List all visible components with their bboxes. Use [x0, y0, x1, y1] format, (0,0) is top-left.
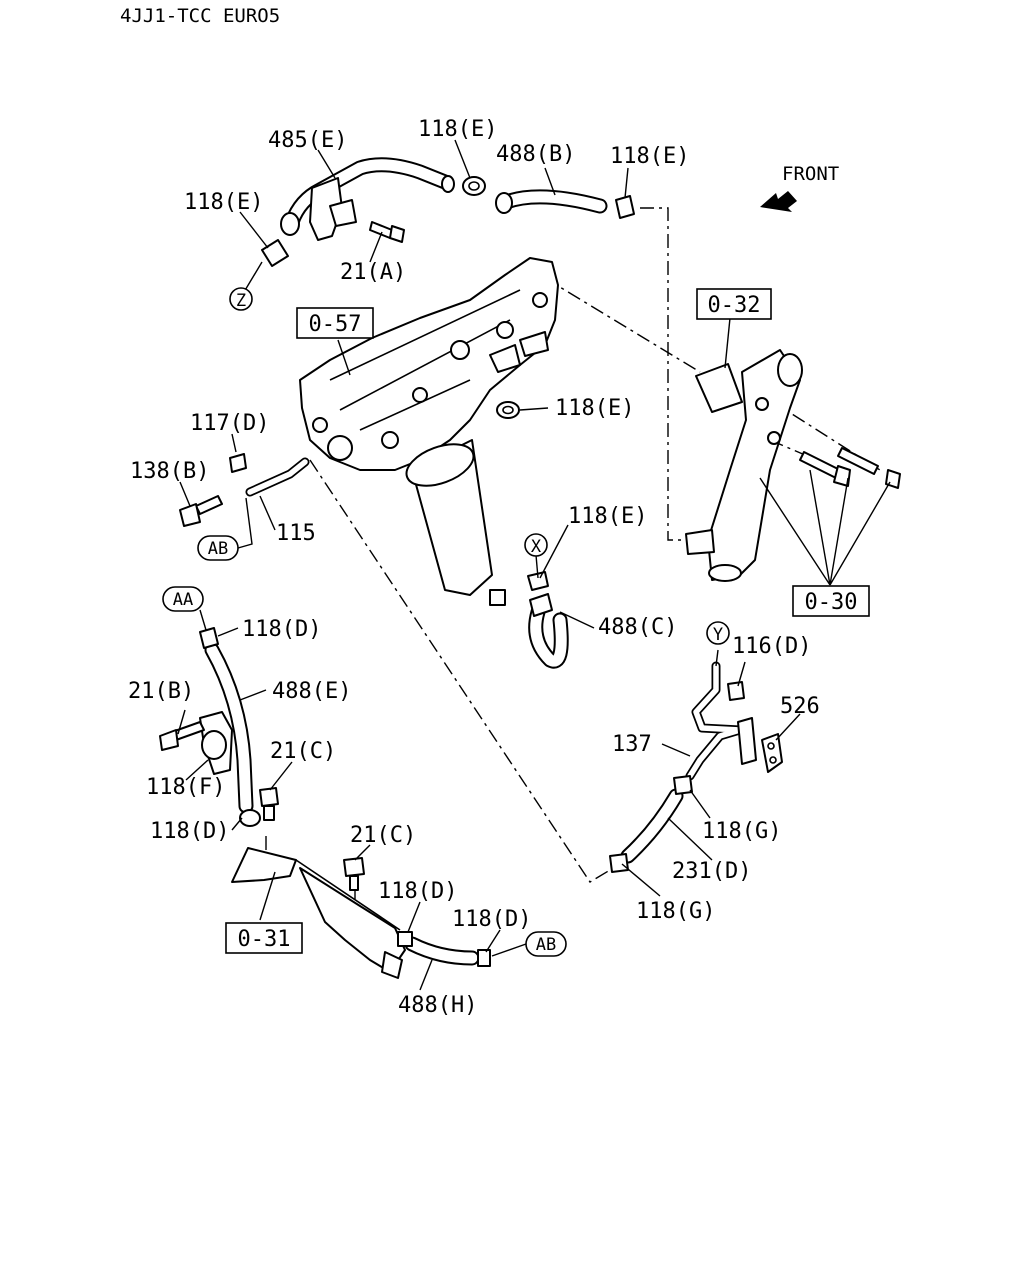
ref-0-30[interactable]: 0-30: [792, 585, 870, 617]
bolt-21c-mid: [343, 857, 365, 891]
label-137: 137: [612, 732, 652, 757]
marker-aa-label: AA: [173, 590, 193, 610]
pipe-115: [245, 457, 310, 497]
label-21c-mid: 21(C): [350, 823, 416, 848]
label-118d-top: 118(D): [242, 617, 321, 642]
front-label: FRONT: [782, 163, 839, 185]
clamp-118e-a: [462, 176, 486, 196]
marker-ab-right: AB: [525, 931, 567, 957]
label-138b: 138(B): [130, 459, 209, 484]
hose-488e: [199, 627, 261, 827]
label-117d: 117(D): [190, 411, 269, 436]
leader-lines: [177, 139, 891, 991]
marker-ab-left: AB: [197, 535, 239, 561]
label-118g-lower: 118(G): [636, 899, 715, 924]
label-21b: 21(B): [128, 679, 194, 704]
gasket-526: [761, 733, 783, 773]
label-116d: 116(D): [732, 634, 811, 659]
label-485e: 485(E): [268, 128, 347, 153]
ref-0-31-label: 0-31: [238, 927, 291, 952]
bolt-138b: [179, 495, 223, 527]
model-header: 4JJ1-TCC EURO5: [120, 5, 280, 27]
label-21c-left: 21(C): [270, 739, 336, 764]
front-arrow-icon: [760, 191, 797, 212]
label-118e-mid: 118(E): [555, 396, 634, 421]
marker-x-label: X: [531, 537, 542, 557]
label-118d-right: 118(D): [452, 907, 531, 932]
hose-488h: [397, 931, 491, 967]
clamp-118e-z: [261, 239, 289, 267]
ref-0-30-label: 0-30: [805, 590, 858, 615]
hose-488c: [527, 571, 569, 669]
part-labels: 485(E) 118(E) 488(B) 118(E) 118(E) 21(A)…: [128, 117, 820, 1018]
marker-y-label: Y: [713, 625, 723, 645]
pipe-137: [685, 661, 745, 781]
label-488b: 488(B): [496, 142, 575, 167]
label-118d-left: 118(D): [150, 819, 229, 844]
bracket-0-31: [231, 847, 406, 979]
oil-filter-housing: [299, 257, 559, 606]
bolt-21b: [159, 721, 205, 751]
label-21a: 21(A): [340, 260, 406, 285]
marker-y: Y: [706, 621, 730, 645]
label-118e-top-left: 118(E): [418, 117, 497, 142]
clamp-118e-b: [615, 195, 635, 219]
ref-0-32[interactable]: 0-32: [696, 288, 772, 320]
label-118d-mid: 118(D): [378, 879, 457, 904]
ref-0-32-label: 0-32: [708, 293, 761, 318]
clip-118f: [199, 711, 233, 775]
marker-x: X: [524, 533, 548, 557]
label-118e-lower: 118(E): [568, 504, 647, 529]
flange-137: [737, 717, 757, 765]
clamp-118e-mid: [496, 401, 520, 419]
marker-aa: AA: [162, 586, 204, 612]
marker-z-label: Z: [236, 291, 246, 311]
label-118e-left: 118(E): [184, 190, 263, 215]
hose-231d: [609, 775, 693, 873]
label-118f: 118(F): [146, 775, 225, 800]
marker-ab-left-label: AB: [208, 539, 228, 559]
label-118e-top-right: 118(E): [610, 144, 689, 169]
bolt-116d: [727, 681, 745, 701]
marker-z: Z: [229, 287, 253, 311]
hose-488b: [495, 189, 608, 214]
front-indicator: FRONT: [760, 163, 839, 212]
bolts-0-30: [799, 447, 901, 489]
ref-0-31[interactable]: 0-31: [225, 922, 303, 954]
label-488h: 488(H): [398, 993, 477, 1018]
label-526: 526: [780, 694, 820, 719]
marker-ab-right-label: AB: [536, 935, 556, 955]
label-488e: 488(E): [272, 679, 351, 704]
ref-0-57[interactable]: 0-57: [296, 307, 374, 339]
bolt-21a: [369, 221, 405, 243]
bolt-117d: [229, 453, 247, 473]
label-231d: 231(D): [672, 859, 751, 884]
bolt-21c-left: [259, 787, 279, 821]
label-488c: 488(C): [598, 615, 677, 640]
pipe-485e: [280, 157, 455, 241]
water-outlet-pipe: [685, 349, 803, 582]
label-118g-upper: 118(G): [702, 819, 781, 844]
label-115: 115: [276, 521, 316, 546]
ref-0-57-label: 0-57: [309, 312, 362, 337]
